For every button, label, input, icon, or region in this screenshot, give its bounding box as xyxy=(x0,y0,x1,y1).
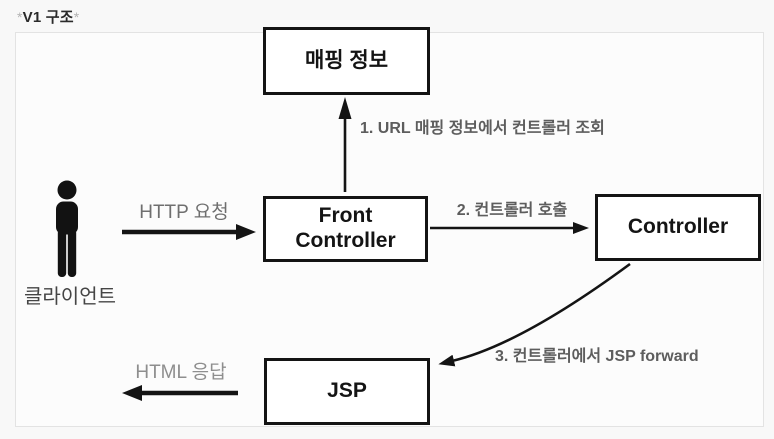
box-front-controller-label: Front Controller xyxy=(295,204,396,252)
client-label: 클라이언트 xyxy=(24,286,116,308)
box-controller: Controller xyxy=(595,194,761,261)
box-jsp: JSP xyxy=(264,358,430,425)
page-title-text: V1 구조 xyxy=(22,9,74,26)
box-mapping-info-label: 매핑 정보 xyxy=(304,48,389,72)
step1-label: 1. URL 매핑 정보에서 컨트롤러 조회 xyxy=(360,120,605,137)
http-request-label: HTTP 요청 xyxy=(139,202,229,223)
box-mapping-info: 매핑 정보 xyxy=(263,27,430,95)
title-asterisk-left: * xyxy=(17,9,23,25)
html-response-label: HTML 응답 xyxy=(135,362,227,383)
box-jsp-label: JSP xyxy=(327,379,367,403)
step2-label: 2. 컨트롤러 호출 xyxy=(456,202,568,219)
step3-label: 3. 컨트롤러에서 JSP forward xyxy=(495,348,699,365)
box-front-controller: Front Controller xyxy=(263,196,428,262)
page-title: *V1 구조* xyxy=(17,6,79,27)
title-asterisk-right: * xyxy=(73,9,80,25)
box-controller-label: Controller xyxy=(627,215,729,239)
